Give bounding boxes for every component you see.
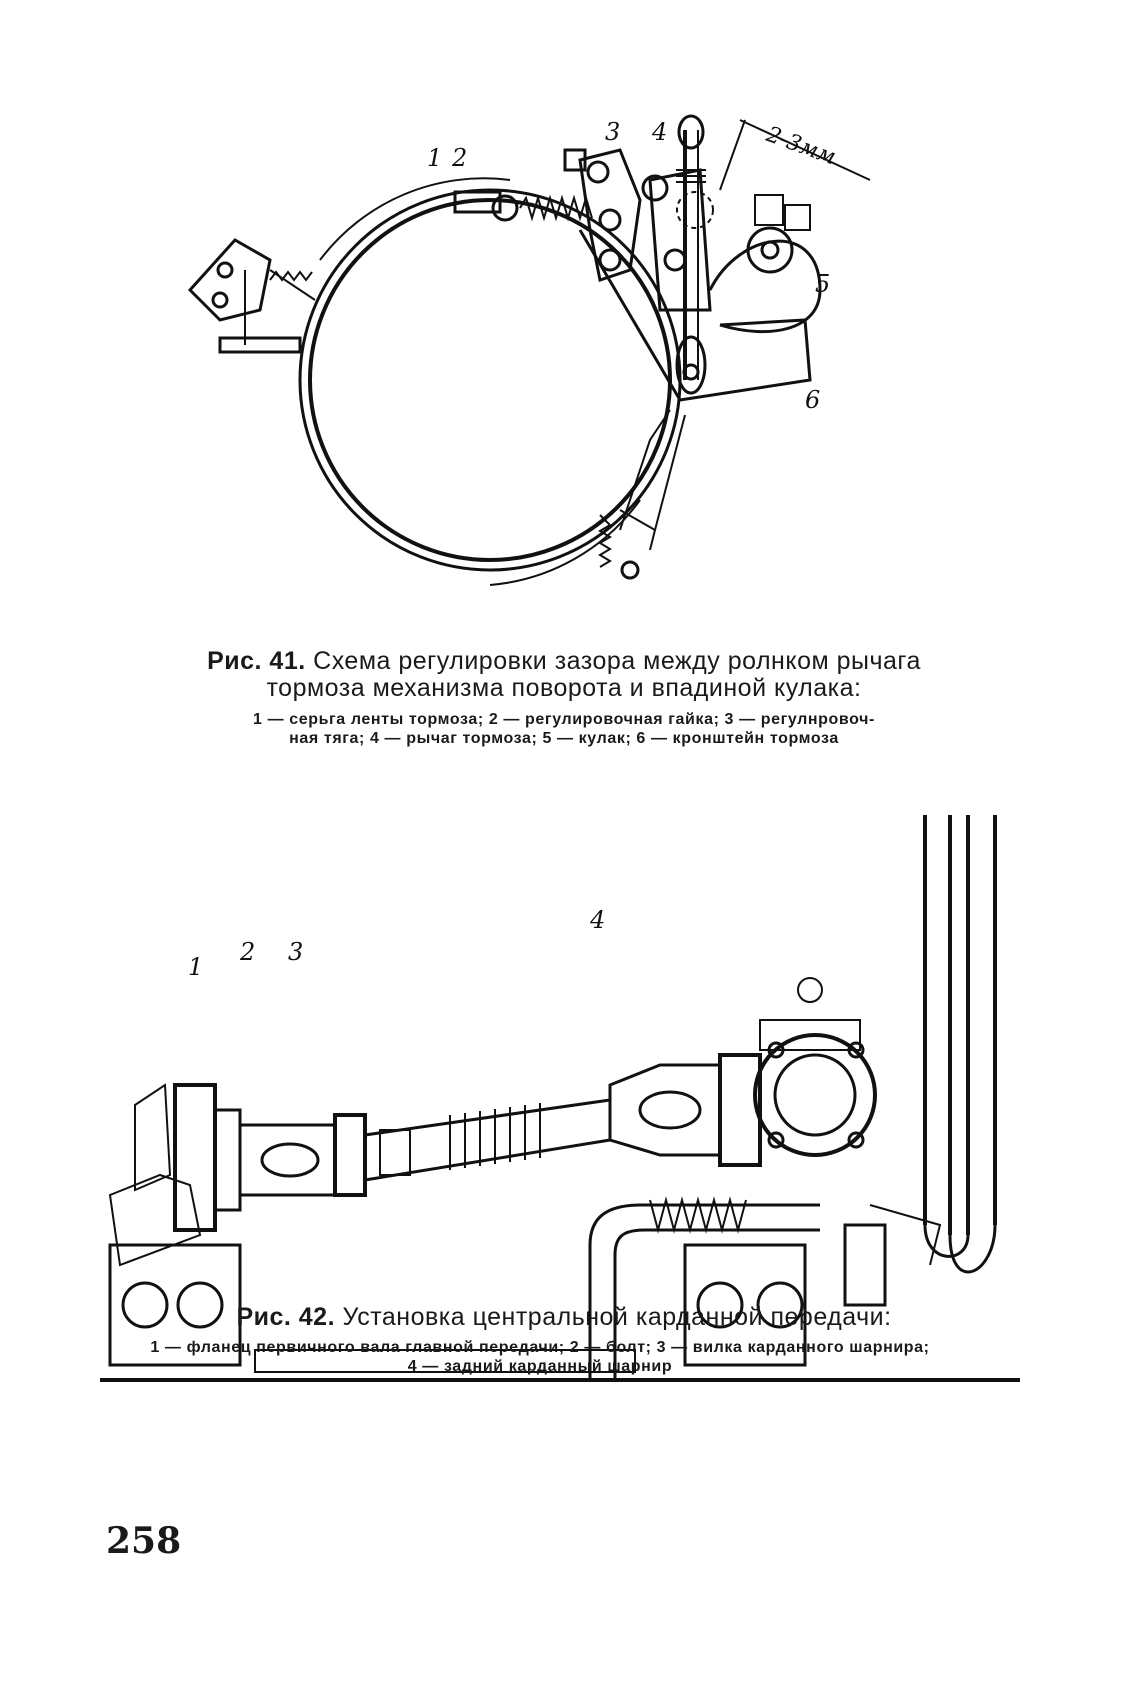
- fig41-callout-6: 6: [805, 386, 820, 414]
- fig41-caption-prefix: Рис. 41.: [207, 647, 306, 675]
- fig42-callout-2: 2: [239, 938, 255, 966]
- fig42-legend-line2: 4 — задний карданный шарнир: [407, 1358, 673, 1375]
- figure-42-drawing: 1 2 3 4: [100, 795, 1020, 1385]
- fig41-legend-line1: 1 — серьга ленты тормоза; 2 — регулирово…: [253, 711, 875, 728]
- fig41-callout-5: 5: [815, 270, 830, 298]
- fig41-callout-2: 2: [451, 144, 467, 172]
- fig41-legend-line2: ная тяга; 4 — рычаг тормоза; 5 — кулак; …: [289, 730, 839, 747]
- fig41-caption-line2: тормоза механизма поворота и впадиной ку…: [266, 674, 862, 702]
- fig41-caption-line1: Схема регулировки зазора между ролнком р…: [313, 647, 921, 675]
- fig42-callout-1: 1: [188, 953, 203, 981]
- fig41-callout-4: 4: [651, 118, 667, 146]
- fig42-caption-title: Рис. 42. Установка центральной карданной…: [0, 1304, 1128, 1331]
- fig41-callout-3: 3: [605, 118, 620, 146]
- fig41-callout-1: 1: [427, 144, 442, 172]
- fig42-caption-line1: Установка центральной карданной передачи…: [342, 1303, 892, 1331]
- figure-41-drawing: 1 2 3 4 5 6 2-3мм: [180, 110, 880, 620]
- fig42-legend: 1 — фланец первичного вала главной перед…: [50, 1338, 1030, 1376]
- fig41-caption-title: Рис. 41. Схема регулировки зазора между …: [0, 648, 1128, 702]
- fig42-legend-line1: 1 — фланец первичного вала главной перед…: [150, 1339, 930, 1356]
- fig41-legend: 1 — серьга ленты тормоза; 2 — регулирово…: [0, 710, 1128, 748]
- fig42-callout-3: 3: [288, 938, 303, 966]
- fig41-dimension-label: 2-3мм: [762, 122, 839, 170]
- page-number: 258: [106, 1520, 182, 1562]
- fig42-caption-prefix: Рис. 42.: [236, 1303, 336, 1331]
- fig42-callout-4: 4: [589, 906, 605, 934]
